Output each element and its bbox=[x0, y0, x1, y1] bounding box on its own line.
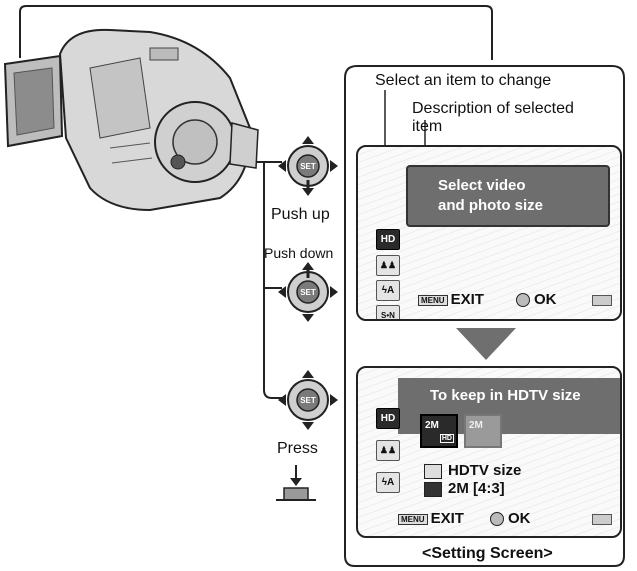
set-dial-down[interactable]: SET bbox=[278, 262, 338, 322]
menu-screen-2: To keep in HDTV size HD ♟♟ ϟA 2M HD 2M H… bbox=[356, 366, 622, 538]
set-key-icon bbox=[490, 512, 504, 527]
battery-icon bbox=[592, 514, 612, 525]
face-icon[interactable]: ♟♟ bbox=[376, 440, 400, 461]
set-dial-press[interactable]: SET bbox=[278, 370, 338, 430]
face-icon[interactable]: ♟♟ bbox=[376, 255, 400, 276]
battery-icon bbox=[592, 295, 612, 306]
camcorder-illustration bbox=[3, 28, 259, 212]
flash-icon[interactable]: ϟA bbox=[376, 280, 400, 301]
setting-title: To keep in HDTV size bbox=[430, 387, 581, 404]
push-up-label: Push up bbox=[271, 206, 330, 223]
setting-screen-caption: <Setting Screen> bbox=[422, 545, 553, 562]
scene-icon[interactable]: S•N bbox=[376, 305, 400, 319]
description-label-line2: item bbox=[412, 118, 443, 135]
svg-text:SET: SET bbox=[300, 396, 316, 405]
push-down-label: Push down bbox=[264, 245, 334, 261]
hd-icon[interactable]: HD bbox=[376, 408, 400, 429]
option-hdtv-selected[interactable]: 2M HD bbox=[420, 414, 458, 448]
option-photo[interactable]: 2M bbox=[464, 414, 502, 448]
flash-icon[interactable]: ϟA bbox=[376, 472, 400, 493]
video-size-row: HDTV size bbox=[424, 462, 521, 479]
video-icon bbox=[424, 463, 442, 479]
description-banner: Select video and photo size bbox=[406, 165, 610, 227]
down-arrow-icon bbox=[456, 328, 516, 360]
screen1-ok[interactable]: OK bbox=[516, 291, 557, 308]
menu-key-icon: MENU bbox=[418, 294, 448, 306]
screen2-ok[interactable]: OK bbox=[490, 510, 531, 527]
select-item-label: Select an item to change bbox=[375, 72, 552, 89]
menu-screen-1: Select video and photo size HD ♟♟ ϟA S•N… bbox=[356, 145, 622, 321]
set-label: SET bbox=[300, 162, 316, 171]
photo-size-row: 2M [4:3] bbox=[424, 480, 505, 497]
set-dial-up[interactable]: SET bbox=[278, 136, 338, 196]
set-key-icon bbox=[516, 293, 530, 308]
menu-key-icon: MENU bbox=[398, 513, 428, 525]
hd-mini-icon: HD bbox=[439, 434, 454, 443]
press-label: Press bbox=[277, 440, 318, 457]
camera-icon bbox=[424, 481, 442, 497]
hd-icon[interactable]: HD bbox=[376, 229, 400, 250]
svg-text:SET: SET bbox=[300, 288, 316, 297]
description-label-line1: Description of selected bbox=[412, 100, 574, 117]
